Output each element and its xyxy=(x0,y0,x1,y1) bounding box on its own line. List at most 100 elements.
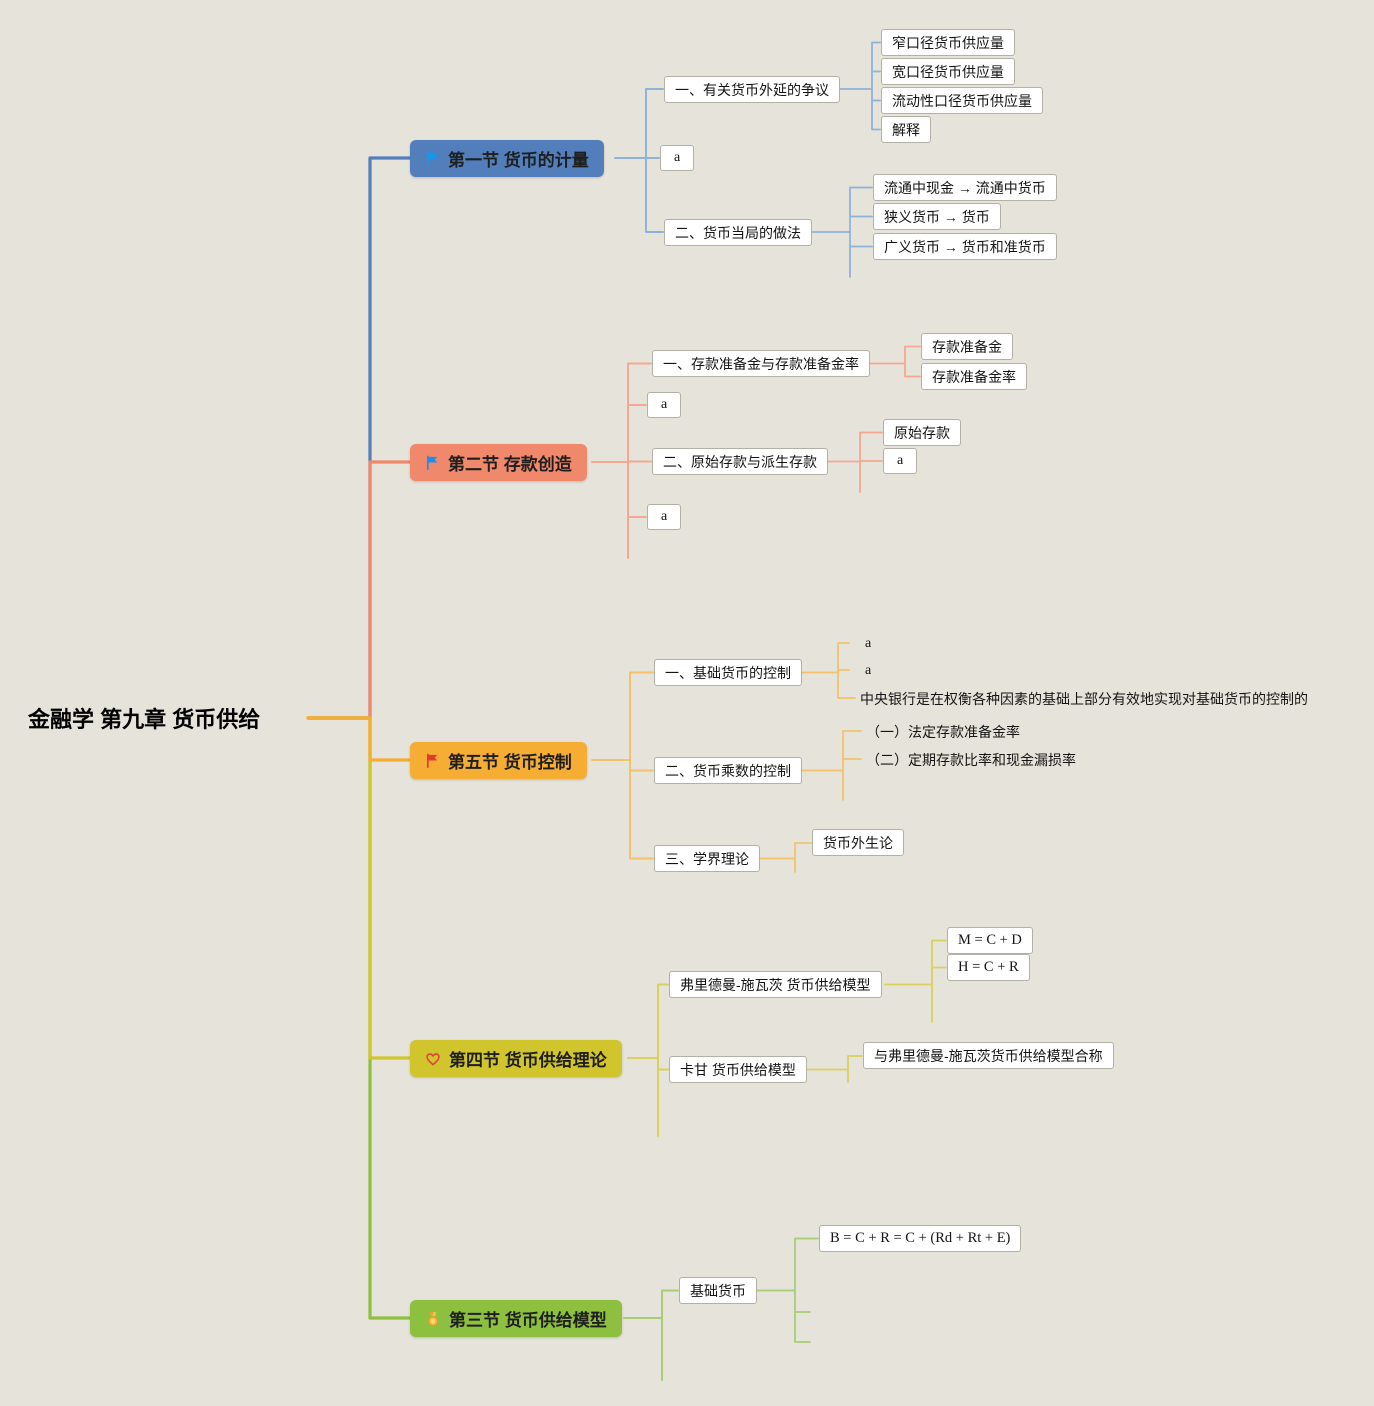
node-label: （一）法定存款准备金率 xyxy=(866,723,1020,740)
leaf-node[interactable]: 狭义货币 → 货币 xyxy=(873,203,1001,230)
leaf-node[interactable]: a xyxy=(852,658,884,684)
node-label: a xyxy=(661,509,668,524)
node-label: 二、货币当局的做法 xyxy=(675,224,801,241)
branch1-leaf-lines-b xyxy=(804,186,873,278)
root-node[interactable]: 金融学 第九章 货币供给 xyxy=(28,700,260,736)
child-node[interactable]: 基础货币 xyxy=(679,1277,757,1304)
leaf-node[interactable]: 宽口径货币供应量 xyxy=(881,58,1015,85)
branch-node-section2[interactable]: 第二节 存款创造 xyxy=(410,444,587,481)
child-node[interactable]: 一、基础货币的控制 xyxy=(654,659,802,686)
leaf-node[interactable]: a xyxy=(852,631,884,657)
trunk-branch2-line xyxy=(306,460,412,720)
branch2-leaf-lines-b xyxy=(811,431,883,493)
node-label: 存款准备金率 xyxy=(932,368,1016,385)
node-label: 原始存款 xyxy=(894,424,950,441)
node-label: H = C + R xyxy=(958,959,1019,975)
branch1-leaf-lines-a xyxy=(829,41,881,131)
child-node[interactable]: 卡甘 货币供给模型 xyxy=(669,1056,807,1083)
root-label: 金融学 第九章 货币供给 xyxy=(28,707,261,732)
branch4-leaf-lines-a xyxy=(884,939,947,1023)
trunk-branch4-line xyxy=(306,716,412,1060)
leaf-node[interactable]: 存款准备金率 xyxy=(921,363,1027,390)
leaf-node[interactable]: H = C + R xyxy=(947,954,1030,981)
node-label: 存款准备金 xyxy=(932,338,1002,355)
trunk-branch5-line xyxy=(306,716,412,1320)
node-label: 广义货币 → 货币和准货币 xyxy=(884,238,1046,255)
blue-flag-icon xyxy=(425,151,440,166)
child-node[interactable]: 二、货币当局的做法 xyxy=(664,219,812,246)
node-label: 二、货币乘数的控制 xyxy=(665,762,791,779)
node-label: a xyxy=(661,397,668,412)
node-label: a xyxy=(865,663,872,678)
node-label: 二、原始存款与派生存款 xyxy=(663,453,817,470)
branch-label: 第五节 货币控制 xyxy=(448,753,572,772)
leaf-node[interactable]: M = C + D xyxy=(947,927,1033,954)
leaf-node[interactable]: 流通中现金 → 流通中货币 xyxy=(873,174,1057,201)
red-flag-icon xyxy=(425,753,440,768)
node-label: 三、学界理论 xyxy=(665,850,749,867)
branch3-leaf-lines-b xyxy=(789,730,862,801)
blue-flag-icon xyxy=(425,455,440,470)
child-node[interactable]: a xyxy=(647,504,682,530)
leaf-node[interactable]: 与弗里德曼-施瓦茨货币供给模型合称 xyxy=(863,1042,1114,1069)
branch-node-section4[interactable]: 第四节 货币供给理论 xyxy=(410,1040,622,1077)
leaf-node[interactable]: （一）法定存款准备金率 xyxy=(862,719,1024,744)
leaf-node[interactable]: 存款准备金 xyxy=(921,333,1013,360)
node-label: a xyxy=(674,150,681,165)
leaf-node[interactable]: a xyxy=(883,448,918,474)
leaf-node[interactable]: （二）定期存款比率和现金漏损率 xyxy=(862,747,1080,772)
leaf-node[interactable]: 原始存款 xyxy=(883,419,961,446)
node-label: 解释 xyxy=(892,121,920,138)
child-node[interactable]: 一、存款准备金与存款准备金率 xyxy=(652,350,870,377)
leaf-node[interactable]: 解释 xyxy=(881,116,931,143)
branch-label: 第三节 货币供给模型 xyxy=(449,1311,607,1330)
branch-node-section5[interactable]: 第五节 货币控制 xyxy=(410,742,587,779)
node-label: 一、基础货币的控制 xyxy=(665,664,791,681)
leaf-node[interactable]: B = C + R = C + (Rd + Rt + E) xyxy=(819,1225,1022,1252)
branch-node-section1[interactable]: 第一节 货币的计量 xyxy=(410,140,604,177)
node-label: 卡甘 货币供给模型 xyxy=(680,1061,796,1078)
node-label: M = C + D xyxy=(958,932,1022,948)
leaf-node[interactable]: 中央银行是在权衡各种因素的基础上部分有效地实现对基础货币的控制的 xyxy=(856,686,1312,711)
node-label: 流动性口径货币供应量 xyxy=(892,92,1032,109)
node-label: a xyxy=(897,453,904,468)
branch4-child-lines xyxy=(627,983,669,1137)
branch-node-section3[interactable]: 第三节 货币供给模型 xyxy=(410,1300,622,1337)
leaf-node[interactable]: 广义货币 → 货币和准货币 xyxy=(873,233,1057,260)
leaf-node[interactable]: 货币外生论 xyxy=(812,829,904,856)
leaf-node[interactable]: 流动性口径货币供应量 xyxy=(881,87,1043,114)
branch3-child-lines xyxy=(591,671,654,860)
node-label: 与弗里德曼-施瓦茨货币供给模型合称 xyxy=(874,1047,1103,1064)
node-label: 弗里德曼-施瓦茨 货币供给模型 xyxy=(680,976,871,993)
node-label: a xyxy=(865,636,872,651)
node-label: B = C + R = C + (Rd + Rt + E) xyxy=(830,1230,1011,1246)
node-label: 一、存款准备金与存款准备金率 xyxy=(663,355,859,372)
branch-label: 第一节 货币的计量 xyxy=(448,151,589,170)
leaf-node[interactable]: 窄口径货币供应量 xyxy=(881,29,1015,56)
branch2-leaf-lines-a xyxy=(849,345,921,378)
node-label: 中央银行是在权衡各种因素的基础上部分有效地实现对基础货币的控制的 xyxy=(860,690,1308,707)
child-node[interactable]: 二、原始存款与派生存款 xyxy=(652,448,828,475)
node-label: 流通中现金 → 流通中货币 xyxy=(884,179,1046,196)
node-label: 窄口径货币供应量 xyxy=(892,34,1004,51)
node-label: （二）定期存款比率和现金漏损率 xyxy=(866,751,1076,768)
child-node[interactable]: a xyxy=(660,145,695,171)
node-label: 狭义货币 → 货币 xyxy=(884,208,990,225)
trunk-branch3-line xyxy=(306,716,412,762)
branch1-child-lines xyxy=(614,88,664,233)
branch5-child-lines xyxy=(623,1289,679,1381)
node-label: 基础货币 xyxy=(690,1282,746,1299)
node-label: 货币外生论 xyxy=(823,834,893,851)
medal-icon xyxy=(425,1311,441,1327)
child-node[interactable]: 二、货币乘数的控制 xyxy=(654,757,802,784)
branch-label: 第四节 货币供给理论 xyxy=(449,1051,607,1070)
branch5-leaf-lines xyxy=(744,1237,819,1343)
child-node[interactable]: 一、有关货币外延的争议 xyxy=(664,76,840,103)
child-node[interactable]: a xyxy=(647,392,682,418)
node-label: 宽口径货币供应量 xyxy=(892,63,1004,80)
child-node[interactable]: 三、学界理论 xyxy=(654,845,760,872)
child-node[interactable]: 弗里德曼-施瓦茨 货币供给模型 xyxy=(669,971,882,998)
branch4-leaf-lines-b xyxy=(799,1055,863,1083)
branch2-child-lines xyxy=(591,362,652,559)
